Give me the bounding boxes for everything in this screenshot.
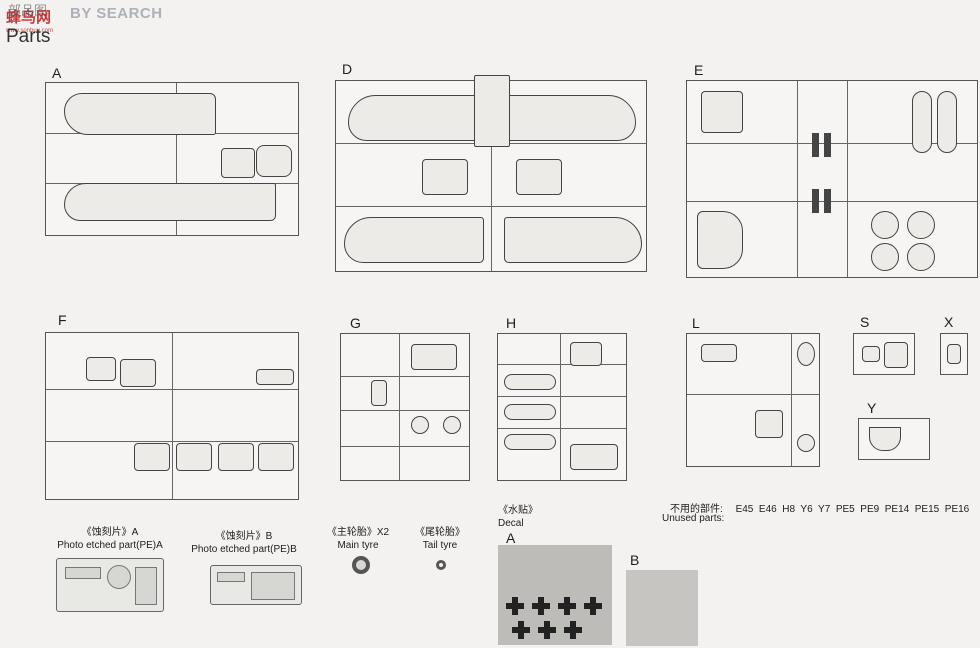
pe-a-caption-en: Photo etched part(PE)A xyxy=(57,540,163,551)
sprue-label-a: A xyxy=(52,65,62,81)
sprue-label-f: F xyxy=(58,312,67,328)
instrument-panel xyxy=(701,344,737,362)
watermark-domain: www.sonbuu.com xyxy=(6,28,54,34)
sprue-g xyxy=(340,333,470,481)
sprue-label-e: E xyxy=(694,62,704,78)
tail-tyre-caption-cn: 《尾轮胎》 xyxy=(415,527,465,538)
pe-sheet-b xyxy=(210,565,302,605)
sprue-f xyxy=(45,332,299,500)
sprue-y xyxy=(858,418,930,460)
gear-leg xyxy=(371,380,387,406)
canopy-frame xyxy=(570,342,602,366)
upper-wing-left xyxy=(344,217,484,263)
flap-part xyxy=(422,159,468,195)
engine-block xyxy=(256,369,294,385)
main-tyre-caption: 《主轮胎》X2 Main tyre xyxy=(318,526,398,552)
upper-wing-right xyxy=(504,217,642,263)
panel-4 xyxy=(258,443,294,471)
wheel-hub-2 xyxy=(907,211,935,239)
sprue-label-y: Y xyxy=(867,400,877,416)
watermark-logo: 蜂鸟网 www.sonbuu.com xyxy=(4,4,64,34)
engine-part xyxy=(755,410,783,438)
sprue-label-s: S xyxy=(860,314,870,330)
bomb-3 xyxy=(504,434,556,450)
wheel-g-2 xyxy=(443,416,461,434)
fuselage-half-upper xyxy=(64,93,216,135)
seat xyxy=(120,359,156,387)
decal-caption-en: Decal xyxy=(498,518,524,529)
drop-tank xyxy=(912,91,932,153)
cockpit-frame-2 xyxy=(256,145,292,177)
sprue-label-x: X xyxy=(944,314,954,330)
sprue-d xyxy=(335,75,647,272)
lower-wing-right xyxy=(504,95,636,141)
clear-part xyxy=(862,346,880,362)
bomb-2 xyxy=(504,404,556,420)
main-tyre xyxy=(352,556,370,574)
sprue-label-h: H xyxy=(506,315,517,331)
flap-part-2 xyxy=(516,159,562,195)
sprue-l xyxy=(686,333,820,467)
panel-2 xyxy=(176,443,212,471)
page-title: Parts xyxy=(6,26,51,47)
watermark-text: BY SEARCH xyxy=(70,5,163,22)
sprue-label-g: G xyxy=(350,315,361,331)
spinner xyxy=(797,342,815,366)
decal-caption: 《水贴》 Decal xyxy=(498,504,538,530)
decal-caption-cn: 《水贴》 xyxy=(498,505,538,516)
pe-sheet-a xyxy=(56,558,164,612)
pe-b-caption-cn: 《蚀刻片》B xyxy=(215,531,273,542)
drop-tank-2 xyxy=(937,91,957,153)
decal-sheet-a xyxy=(498,545,612,645)
x-part xyxy=(947,344,961,364)
propeller-hub xyxy=(411,344,457,370)
cockpit-frame xyxy=(221,148,255,178)
decal-sheet-a-label: A xyxy=(506,530,516,546)
bomb xyxy=(504,374,556,390)
radiator-housing xyxy=(701,91,743,133)
decal-sheet-b-label: B xyxy=(630,552,640,568)
sprue-a xyxy=(45,82,299,236)
wheel-hub-3 xyxy=(871,243,899,271)
cockpit-floor xyxy=(86,357,116,381)
main-tyre-caption-en: Main tyre xyxy=(337,540,379,551)
page-title-cn: 部品图 xyxy=(8,3,48,18)
tail-tyre xyxy=(436,560,446,570)
unused-parts-label: Unused parts: xyxy=(662,513,725,524)
panel-3 xyxy=(218,443,254,471)
pe-b-caption-en: Photo etched part(PE)B xyxy=(191,544,297,555)
wheel-g xyxy=(411,416,429,434)
stabilizer xyxy=(697,211,743,269)
sprue-h xyxy=(497,333,627,481)
panel xyxy=(134,443,170,471)
watermark-site-cn: 蜂鸟网 xyxy=(6,9,52,26)
sprue-label-l: L xyxy=(692,315,700,331)
unused-parts-list: E45 E46 H8 Y6 Y7 PE5 PE9 PE14 PE15 PE16 xyxy=(735,504,970,515)
wing-center xyxy=(474,75,510,147)
decal-sheet-b xyxy=(626,570,698,646)
wheel-hub-4 xyxy=(907,243,935,271)
tail-tyre-caption-en: Tail tyre xyxy=(422,540,458,551)
fuselage-half-lower xyxy=(64,183,276,221)
tail-tyre-caption: 《尾轮胎》 Tail tyre xyxy=(408,526,472,552)
pe-a-caption: 《蚀刻片》A Photo etched part(PE)A xyxy=(40,526,180,552)
clear-canopy xyxy=(884,342,908,368)
unused-parts-cn: 不用的部件: E45 E46 H8 Y6 Y7 PE5 PE9 PE14 PE1… xyxy=(670,500,969,515)
pe-b-caption: 《蚀刻片》B Photo etched part(PE)B xyxy=(184,530,304,556)
unused-parts-cn-label: 不用的部件: xyxy=(670,504,723,515)
lower-wing-left xyxy=(348,95,480,141)
spinner-2 xyxy=(797,434,815,452)
sprue-e xyxy=(686,80,978,278)
wheel-hub xyxy=(871,211,899,239)
h-panel xyxy=(570,444,618,470)
pe-a-caption-cn: 《蚀刻片》A xyxy=(81,527,139,538)
sprue-label-d: D xyxy=(342,61,353,77)
y-part xyxy=(869,427,901,451)
sprue-x xyxy=(940,333,968,375)
main-tyre-caption-cn: 《主轮胎》X2 xyxy=(326,527,390,538)
sprue-s xyxy=(853,333,915,375)
